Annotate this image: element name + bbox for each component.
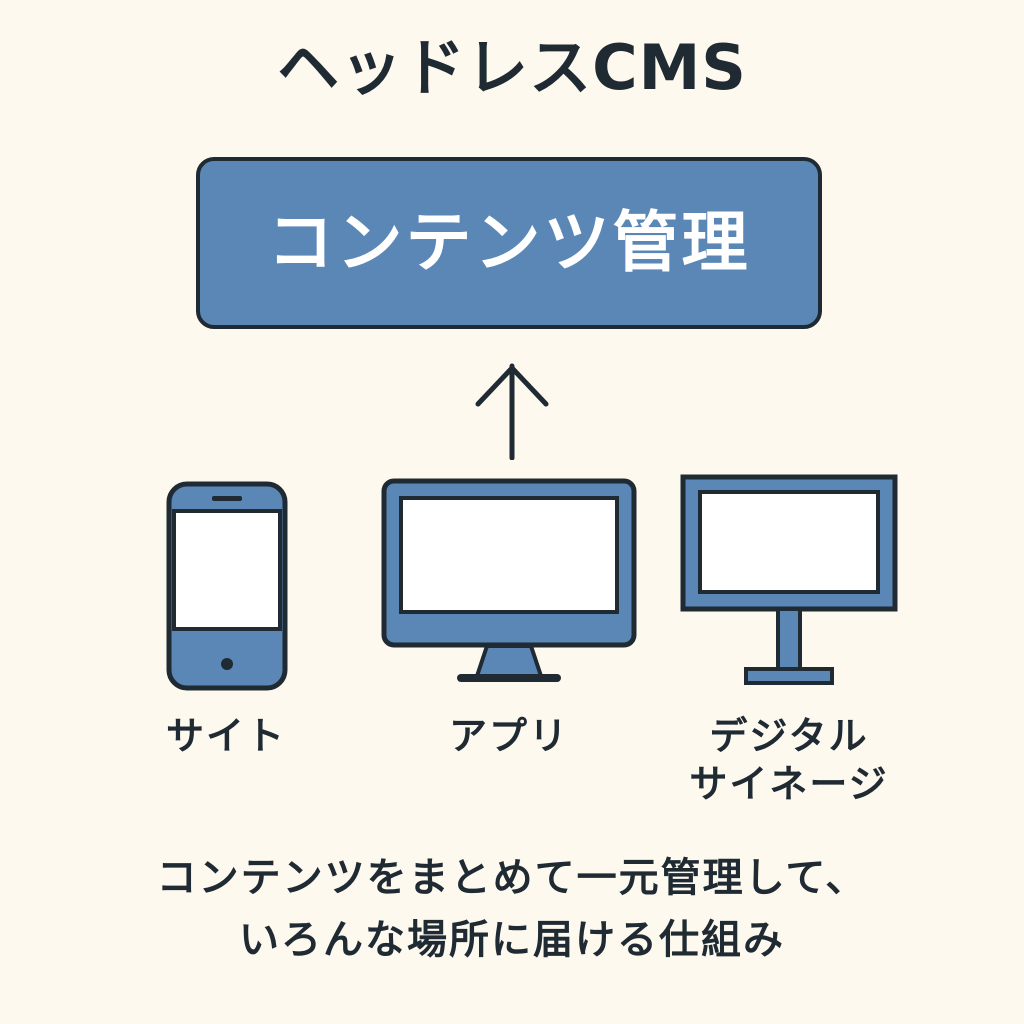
diagram-title: ヘッドレスCMS: [277, 31, 747, 104]
up-arrow-icon: [475, 363, 549, 460]
device-label-site: サイト: [165, 714, 286, 758]
digital-signage-icon: [680, 474, 898, 685]
device-label-app: アプリ: [448, 714, 569, 758]
content-management-box: コンテンツ管理: [196, 157, 822, 329]
smartphone-icon: [166, 481, 288, 691]
device-label-signage-line2: サイネージ: [689, 762, 889, 806]
content-management-label: コンテンツ管理: [267, 204, 751, 281]
monitor-icon: [381, 478, 637, 682]
caption-line-2: いろんな場所に届ける仕組み: [239, 917, 785, 963]
device-label-signage-line1: デジタル: [709, 714, 869, 758]
caption-line-1: コンテンツをまとめて一元管理して、: [156, 855, 868, 901]
